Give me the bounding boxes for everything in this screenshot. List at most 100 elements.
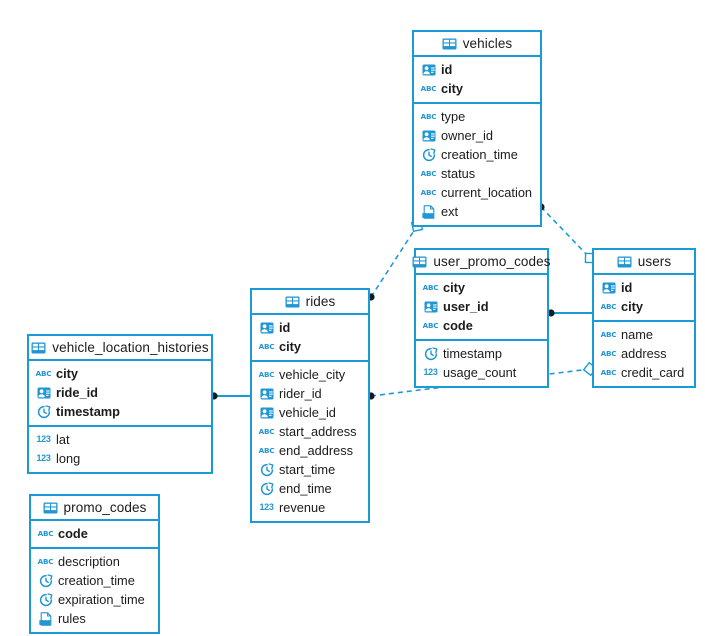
abc-icon: ABC (600, 329, 617, 339)
table-grid-icon (617, 254, 632, 269)
field-name: owner_id (441, 128, 493, 143)
json-icon: JSON (421, 204, 436, 219)
primary-key-row[interactable]: id (414, 60, 540, 79)
field-name: address (621, 346, 667, 361)
field-row[interactable]: JSON ext (414, 202, 540, 221)
field-name: id (441, 62, 453, 77)
field-row[interactable]: start_time (252, 460, 368, 479)
relationship-vehicle_location_histories-to-rides[interactable] (210, 392, 250, 400)
field-name: city (443, 280, 466, 295)
field-row[interactable]: timestamp (416, 344, 547, 363)
field-name: creation_time (58, 573, 135, 588)
field-name: code (443, 318, 473, 333)
field-name: id (279, 320, 291, 335)
field-name: type (441, 109, 466, 124)
table-grid-icon (285, 294, 300, 309)
relationship-line (370, 225, 418, 298)
primary-key-row[interactable]: ABC code (416, 316, 547, 335)
abc-icon: ABC (600, 367, 617, 377)
123-icon: 123 (259, 502, 274, 512)
relationship-user_promo_codes-to-users[interactable] (547, 309, 592, 317)
abc-icon: ABC (258, 426, 275, 436)
field-name: long (56, 451, 81, 466)
primary-key-row[interactable]: id (252, 318, 368, 337)
field-row[interactable]: ABC start_address (252, 422, 368, 441)
clock-icon (259, 462, 274, 477)
field-row[interactable]: creation_time (31, 571, 158, 590)
field-name: ride_id (56, 385, 98, 400)
table-header[interactable]: vehicle_location_histories (29, 336, 211, 361)
key-person-icon (601, 280, 616, 295)
field-row[interactable]: creation_time (414, 145, 540, 164)
primary-key-row[interactable]: id (594, 278, 694, 297)
field-name: city (56, 366, 79, 381)
field-name: timestamp (56, 404, 121, 419)
field-name: rules (58, 611, 86, 626)
field-row[interactable]: vehicle_id (252, 403, 368, 422)
abc-icon: ABC (600, 301, 617, 311)
table-header[interactable]: user_promo_codes (412, 250, 551, 275)
field-row[interactable]: 123 long (29, 449, 211, 468)
key-person-icon (259, 320, 274, 335)
table-header[interactable]: vehicles (414, 32, 540, 57)
abc-icon: ABC (420, 111, 437, 121)
field-name: ext (441, 204, 459, 219)
123-icon: 123 (423, 367, 438, 377)
primary-key-row[interactable]: user_id (416, 297, 547, 316)
field-name: expiration_time (58, 592, 145, 607)
primary-key-row[interactable]: ABC city (594, 297, 694, 316)
table-header[interactable]: promo_codes (31, 496, 158, 521)
primary-key-row[interactable]: ride_id (29, 383, 211, 402)
clock-icon (36, 404, 51, 419)
table-header[interactable]: users (594, 250, 694, 275)
field-name: rider_id (279, 386, 322, 401)
field-row[interactable]: end_time (252, 479, 368, 498)
field-name: start_address (279, 424, 357, 439)
abc-icon: ABC (420, 168, 437, 178)
table-name: user_promo_codes (433, 254, 551, 269)
table-grid-icon (412, 254, 427, 269)
key-person-icon (421, 128, 436, 143)
field-row[interactable]: rider_id (252, 384, 368, 403)
field-name: city (621, 299, 644, 314)
field-row[interactable]: ABC vehicle_city (252, 365, 368, 384)
field-row[interactable]: ABC type (414, 107, 540, 126)
field-row[interactable]: expiration_time (31, 590, 158, 609)
field-name: start_time (279, 462, 336, 477)
abc-icon: ABC (422, 320, 439, 330)
field-name: vehicle_city (279, 367, 346, 382)
field-row[interactable]: owner_id (414, 126, 540, 145)
table-header[interactable]: rides (252, 290, 368, 315)
table-name: users (637, 254, 672, 269)
123-icon: 123 (36, 453, 51, 463)
field-name: code (58, 526, 88, 541)
abc-icon: ABC (258, 369, 275, 379)
primary-key-row[interactable]: timestamp (29, 402, 211, 421)
